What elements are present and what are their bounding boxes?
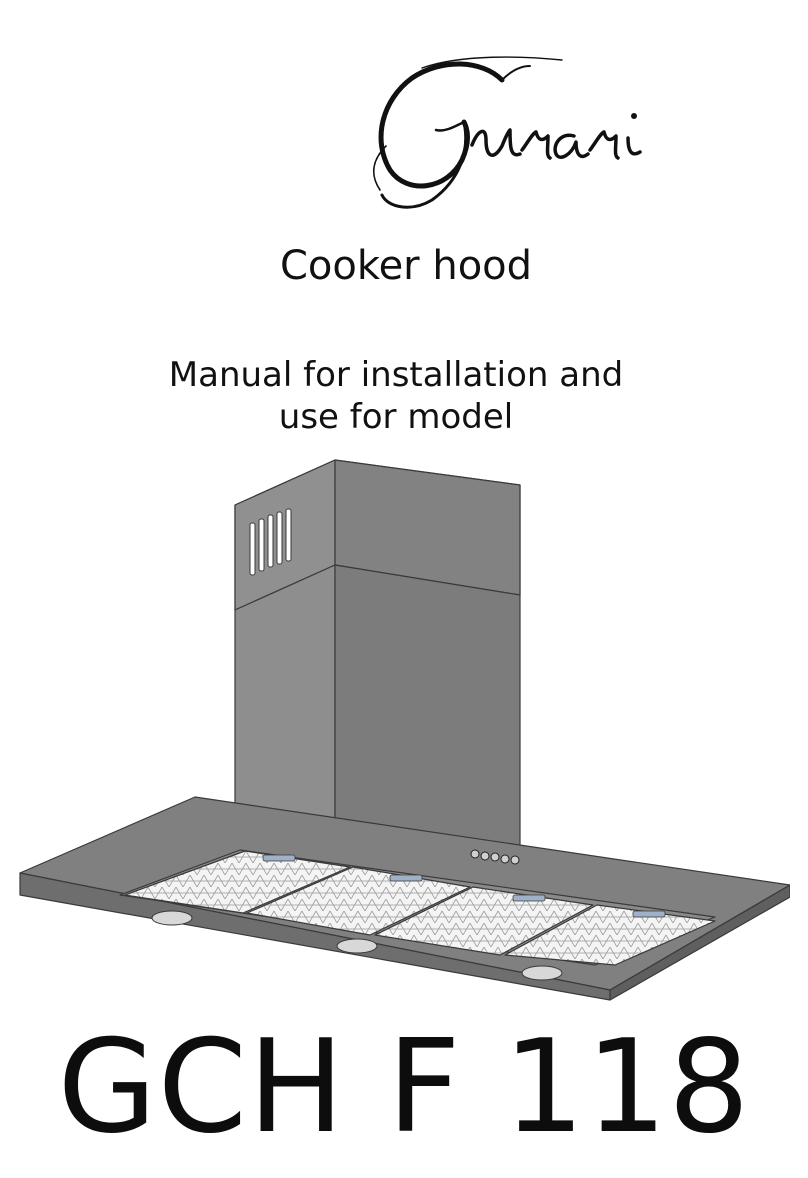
manual-title-line-1: Manual for installation and <box>168 355 624 395</box>
island-cooker-hood-illustration <box>19 459 790 1001</box>
brand-logo <box>373 56 642 209</box>
model-number: GCH F 118 <box>57 1013 751 1162</box>
manual-title: Manual for installation and use for mode… <box>0 354 800 438</box>
product-type: Cooker hood <box>279 243 533 289</box>
manual-title-line-2: use for model <box>278 397 514 437</box>
